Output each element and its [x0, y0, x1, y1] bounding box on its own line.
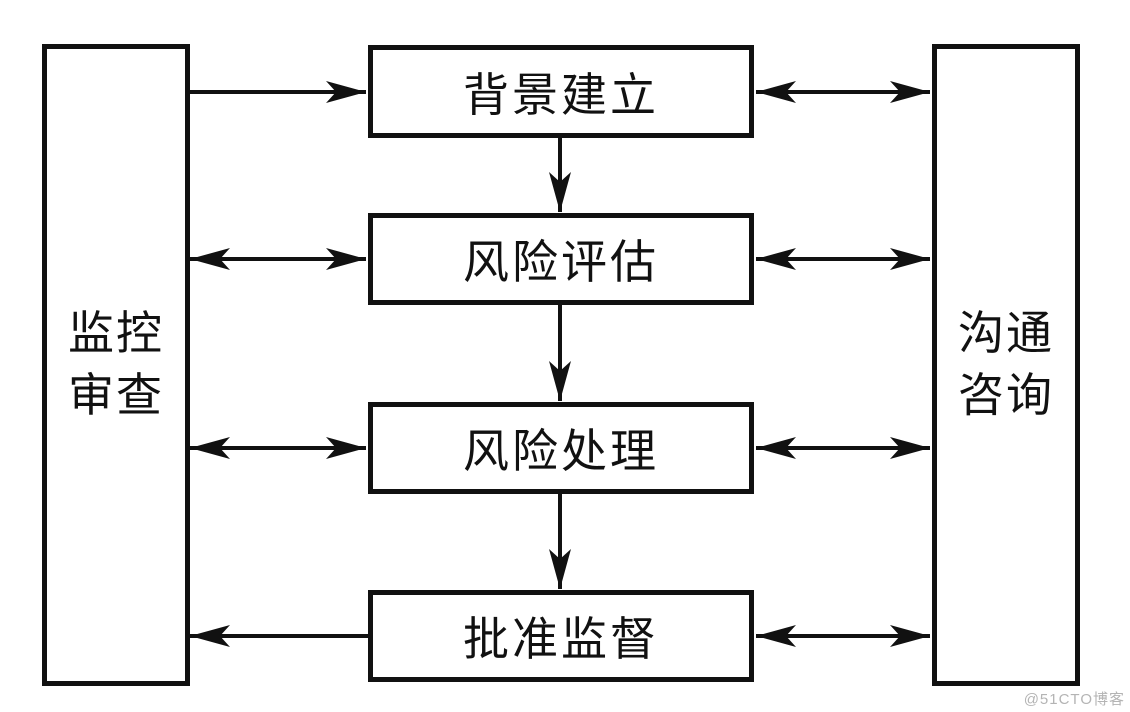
box-communication-consultation: 沟通 咨询	[932, 44, 1080, 686]
box-monitor-review: 监控 审查	[42, 44, 190, 686]
box-risk-treatment: 风险处理	[368, 402, 754, 494]
risk-assessment-label: 风险评估	[463, 237, 659, 288]
watermark: @51CTO博客	[1023, 691, 1125, 708]
communication-consultation-line-1: 沟通	[958, 308, 1054, 359]
box-approval-supervision: 批准监督	[368, 590, 754, 682]
communication-consultation-line-2: 咨询	[958, 370, 1054, 421]
approval-supervision-label: 批准监督	[463, 614, 659, 665]
box-context-establishment: 背景建立	[368, 45, 754, 138]
monitor-review-line-2: 审查	[68, 370, 164, 421]
risk-treatment-label: 风险处理	[463, 426, 659, 477]
monitor-review-line-1: 监控	[68, 308, 164, 359]
context-establishment-label: 背景建立	[463, 69, 659, 121]
box-risk-assessment: 风险评估	[368, 213, 754, 305]
